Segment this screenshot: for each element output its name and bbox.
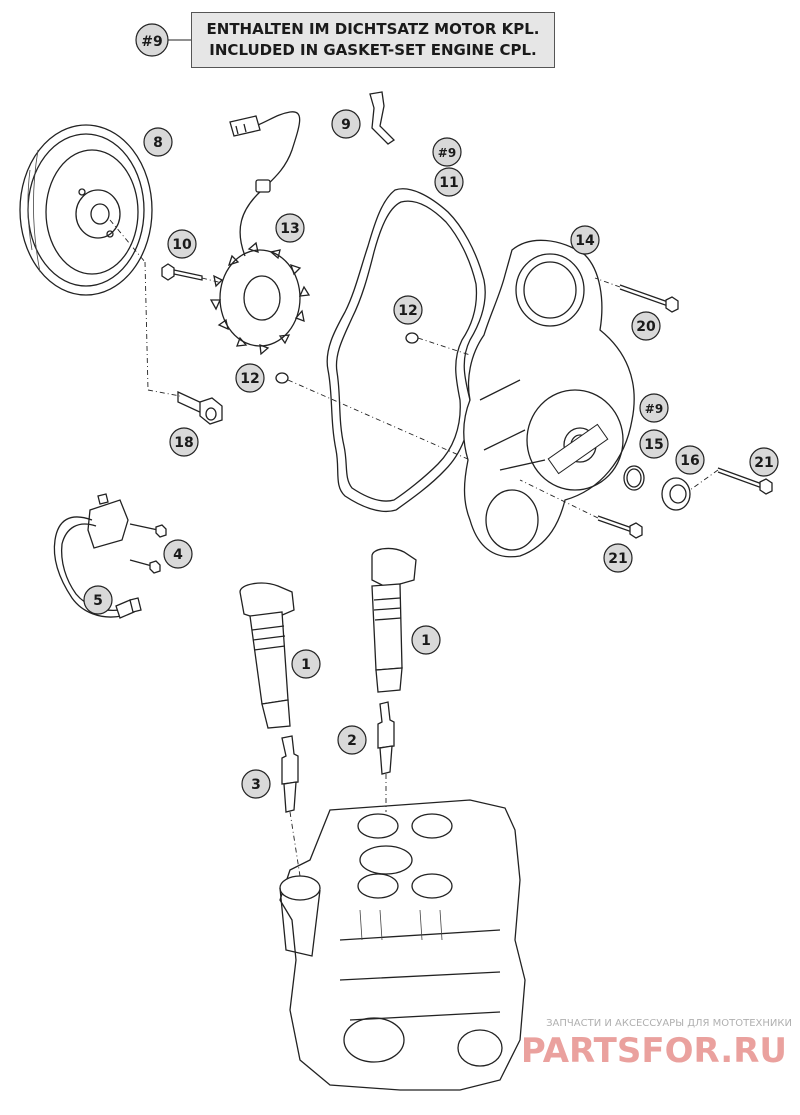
svg-text:21: 21 <box>608 551 627 567</box>
callout-11: 11 <box>434 167 464 197</box>
cover-bolt-20 <box>619 284 679 313</box>
svg-text:18: 18 <box>174 435 193 451</box>
o-ring <box>623 465 645 491</box>
callout-2: 2 <box>337 725 367 755</box>
svg-text:15: 15 <box>644 437 663 453</box>
ignition-coil-right <box>371 547 417 693</box>
svg-text:4: 4 <box>173 547 183 563</box>
watermark-logo: PARTSFOR.RU <box>521 1031 787 1070</box>
callout-note-ref: #9 <box>135 23 169 57</box>
callout-12-upper: 12 <box>393 295 423 325</box>
svg-text:1: 1 <box>421 633 431 649</box>
callout-8: 8 <box>143 127 173 157</box>
svg-text:21: 21 <box>754 455 773 471</box>
callout-16: 16 <box>675 445 705 475</box>
callout-3: 3 <box>241 769 271 799</box>
pulse-generator <box>53 493 142 619</box>
stator-bolt <box>161 263 203 281</box>
svg-text:10: 10 <box>172 237 192 253</box>
callout-15: 15 <box>639 429 669 459</box>
dowel-pin-lower <box>275 372 289 384</box>
stator <box>209 111 311 356</box>
spark-plug-left <box>281 735 299 813</box>
svg-text:3: 3 <box>251 777 261 793</box>
note-line-2: INCLUDED IN GASKET-SET ENGINE CPL. <box>209 41 537 59</box>
callout-1-right: 1 <box>411 625 441 655</box>
callout-9-gasket: #9 <box>432 137 462 167</box>
svg-text:2: 2 <box>347 733 357 749</box>
svg-text:14: 14 <box>575 233 595 249</box>
callout-14: 14 <box>570 225 600 255</box>
dowel-pin-upper <box>405 332 419 344</box>
svg-text:#9: #9 <box>438 146 456 160</box>
callout-5: 5 <box>83 585 113 615</box>
svg-text:11: 11 <box>439 175 458 191</box>
cover-gasket <box>326 188 486 512</box>
callout-18: 18 <box>169 427 199 457</box>
cover-bolt-21-lower <box>597 515 643 539</box>
note-line-1: ENTHALTEN IM DICHTSATZ MOTOR KPL. <box>206 20 540 38</box>
callout-10: 10 <box>167 229 197 259</box>
watermark-tagline: ЗАПЧАСТИ И АКСЕССУАРЫ ДЛЯ МОТОТЕХНИКИ <box>546 1018 792 1029</box>
callout-21-lower: 21 <box>603 543 633 573</box>
callout-13: 13 <box>275 213 305 243</box>
svg-text:20: 20 <box>636 319 656 335</box>
svg-text:9: 9 <box>341 117 351 133</box>
callout-21-right: 21 <box>749 447 779 477</box>
callout-1-left: 1 <box>291 649 321 679</box>
flywheel-nut-bolt <box>177 390 223 425</box>
screw-plug <box>661 477 691 511</box>
callout-4: 4 <box>163 539 193 569</box>
svg-text:#9: #9 <box>645 402 663 416</box>
svg-text:#9: #9 <box>141 34 162 50</box>
svg-text:13: 13 <box>280 221 299 237</box>
svg-text:1: 1 <box>301 657 311 673</box>
wire-clip <box>369 91 396 145</box>
flywheel <box>19 124 153 296</box>
pulse-generator-screws <box>129 523 167 574</box>
svg-text:5: 5 <box>93 593 103 609</box>
svg-text:8: 8 <box>153 135 163 151</box>
ignition-cover <box>463 239 635 558</box>
cover-bolt-21-right <box>717 467 773 495</box>
svg-text:12: 12 <box>240 371 259 387</box>
svg-text:PARTSFOR.RU: PARTSFOR.RU <box>521 1031 787 1070</box>
gasket-set-note: ENTHALTEN IM DICHTSATZ MOTOR KPL. INCLUD… <box>191 12 555 68</box>
svg-text:16: 16 <box>680 453 699 469</box>
callout-12-lower: 12 <box>235 363 265 393</box>
callout-20: 20 <box>631 311 661 341</box>
callout-9-cover: #9 <box>639 393 669 423</box>
svg-text:12: 12 <box>398 303 417 319</box>
cylinder-head <box>279 799 526 1091</box>
ignition-coil-left <box>239 582 295 729</box>
callout-9: 9 <box>331 109 361 139</box>
spark-plug-right <box>377 701 395 775</box>
